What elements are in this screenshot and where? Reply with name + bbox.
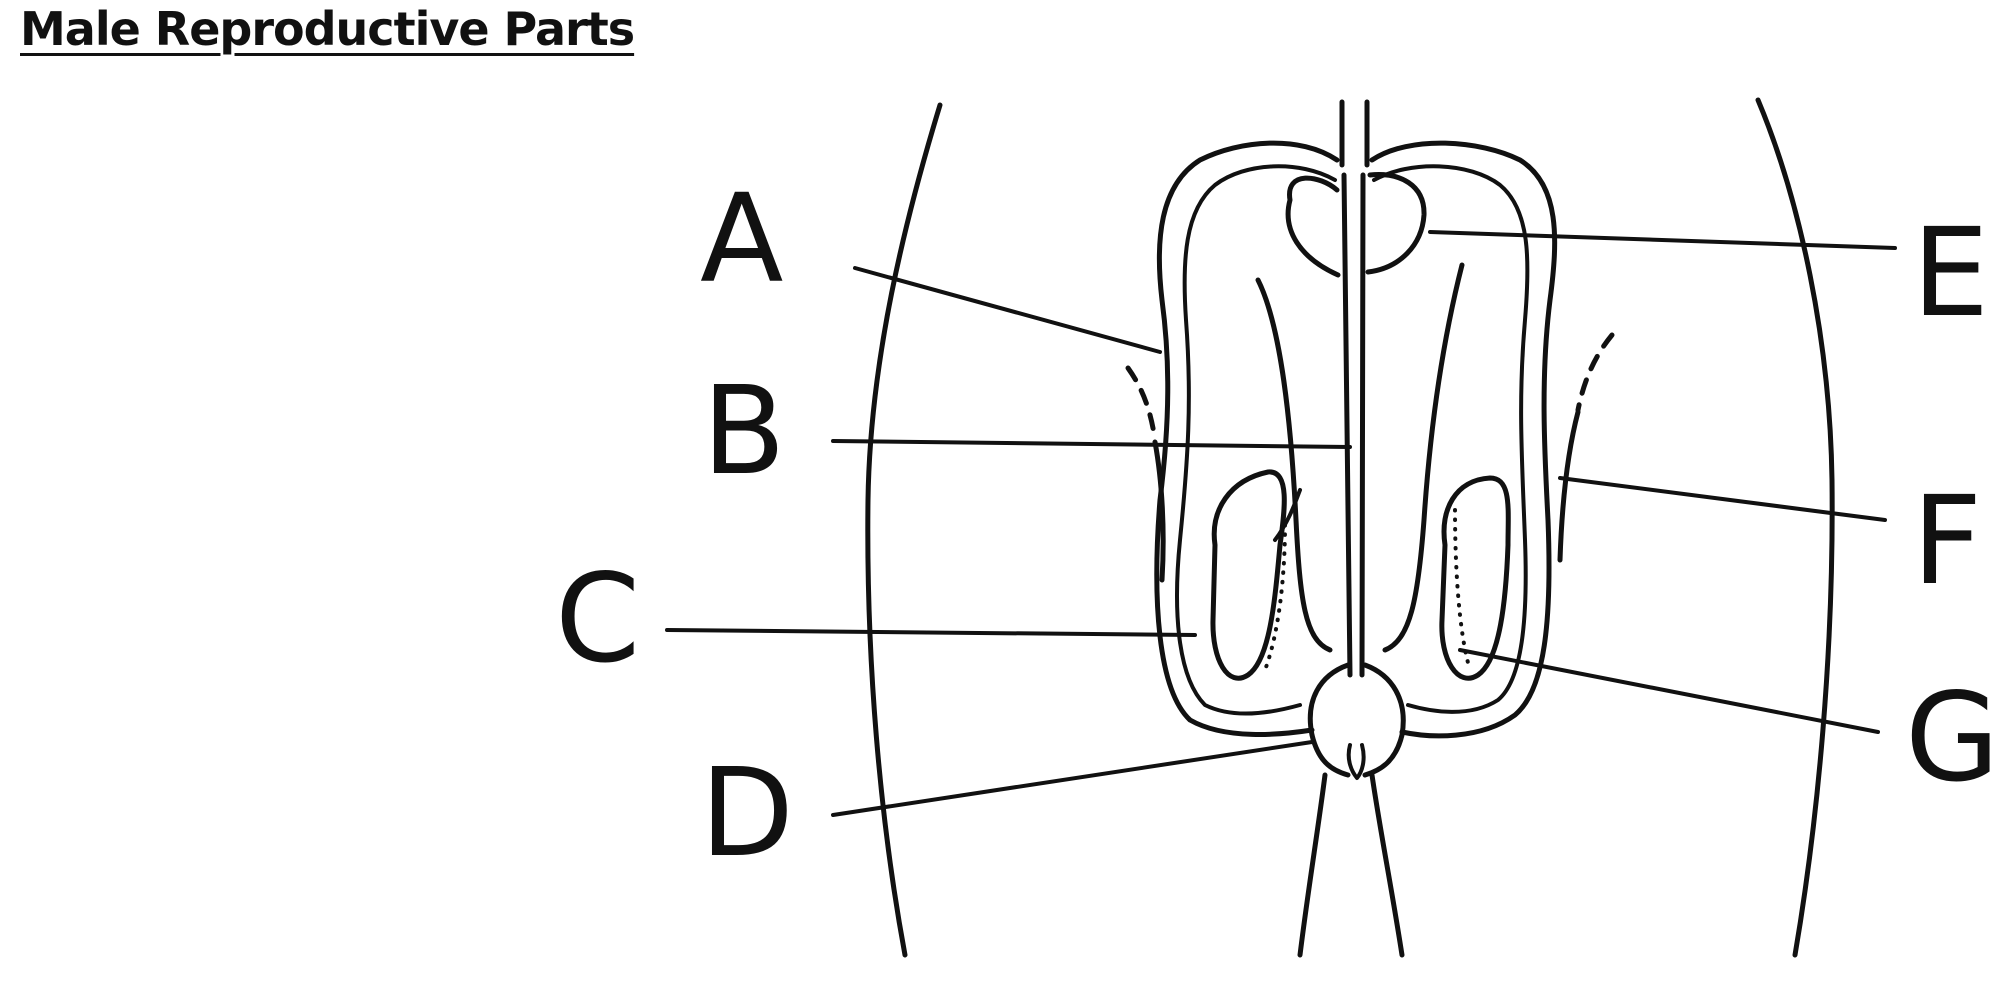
right-sperm-duct <box>1382 262 1465 653</box>
leader-d <box>831 740 1314 817</box>
leader-b <box>831 439 1352 449</box>
left-testis <box>1210 469 1287 681</box>
leader-g <box>1458 648 1880 734</box>
label-d: D <box>700 742 794 884</box>
leader-f <box>1558 476 1887 522</box>
label-b: B <box>702 360 786 502</box>
penis-right-outline <box>1362 662 1406 778</box>
label-f: F <box>1912 470 1983 612</box>
label-g: G <box>1905 667 1997 809</box>
left-epididymis <box>1273 488 1302 542</box>
left-scrotum-wall <box>1152 439 1166 583</box>
right-thigh-outline <box>1755 97 1835 958</box>
leader-c <box>665 628 1197 637</box>
left-testis-dots <box>1263 523 1287 672</box>
penis-left-outline <box>1307 662 1351 778</box>
label-e: E <box>1912 202 1990 344</box>
right-testis-dots <box>1453 508 1472 672</box>
left-thigh-outline <box>865 102 943 958</box>
left-sperm-duct <box>1255 277 1333 653</box>
penis-tip <box>1346 743 1366 780</box>
right-leg-inner <box>1369 772 1405 958</box>
right-testis <box>1439 475 1511 681</box>
page-title: Male Reproductive Parts <box>20 2 635 56</box>
scrotum-inner-wall-left <box>1175 164 1337 716</box>
label-c: C <box>555 548 641 690</box>
urethra-left-wall <box>1341 172 1353 678</box>
right-scrotum-wall <box>1557 409 1581 563</box>
scrotum-inner-wall-right <box>1372 164 1530 714</box>
left-scrotum-dash <box>1125 365 1158 443</box>
leader-e <box>1428 230 1897 250</box>
left-seminal-vesicle <box>1285 175 1341 278</box>
leader-a <box>853 266 1162 354</box>
left-leg-inner <box>1297 772 1328 958</box>
right-seminal-vesicle <box>1365 172 1427 275</box>
scrotum-outer-outline-right <box>1369 140 1558 739</box>
urethra-right-wall <box>1359 172 1366 678</box>
label-a: A <box>700 168 784 310</box>
right-scrotum-dash <box>1575 332 1615 413</box>
scrotum-outer-outline <box>1154 140 1340 737</box>
